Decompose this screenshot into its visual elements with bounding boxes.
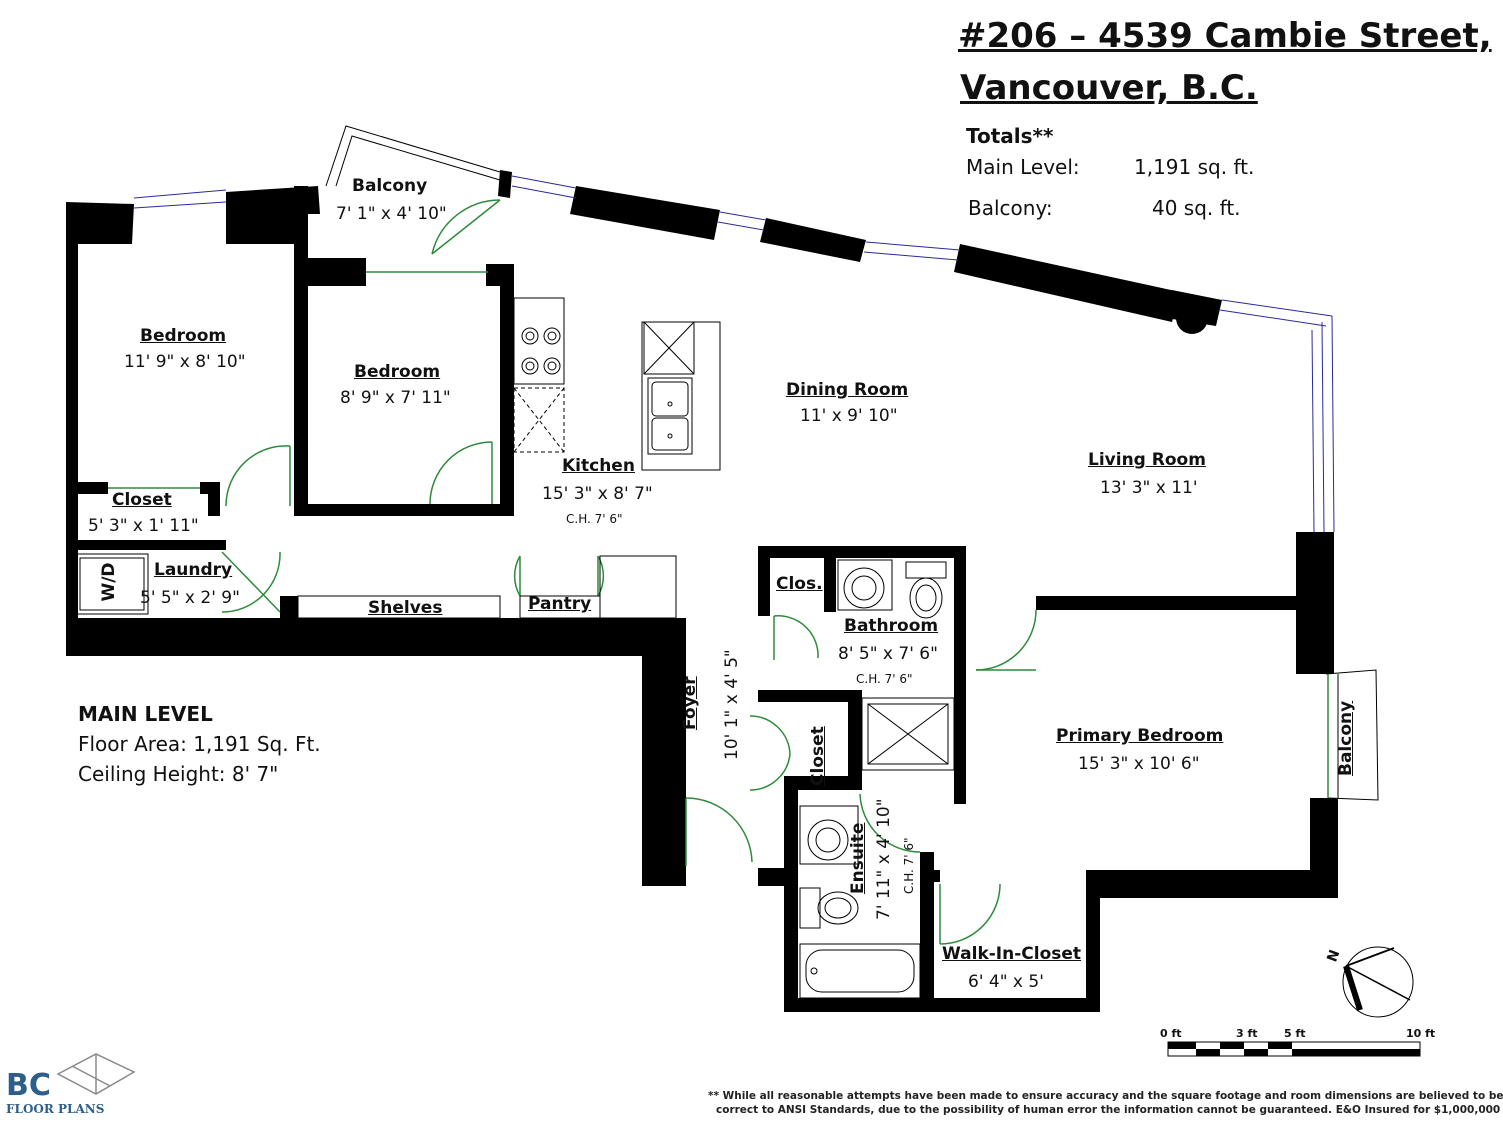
room-dims-foyer: 10' 1" x 4' 5" — [722, 649, 742, 760]
scale-tick-5: 5 ft — [1284, 1027, 1306, 1040]
scale-tick-0: 0 ft — [1160, 1027, 1182, 1040]
room-dims-walk-in-closet: 6' 4" x 5' — [968, 972, 1044, 992]
ceiling-height-text: Ceiling Height: 8' 7" — [78, 762, 279, 786]
room-name-pantry: Pantry — [528, 594, 592, 614]
walls — [66, 170, 1338, 1012]
scale-bar-graphic — [1167, 1041, 1421, 1057]
room-name-closet-1: Closet — [112, 490, 172, 510]
main-level-total-label: Main Level: — [966, 155, 1080, 179]
ceiling-height-bathroom: C.H. 7' 6" — [856, 672, 913, 686]
main-level-heading: MAIN LEVEL — [78, 702, 213, 726]
room-name-bathroom: Bathroom — [844, 616, 939, 636]
room-name-foyer: Foyer — [680, 676, 700, 730]
room-name-living: Living Room — [1088, 450, 1206, 470]
room-name-walk-in-closet: Walk-In-Closet — [942, 944, 1082, 964]
room-name-shelves: Shelves — [368, 598, 443, 618]
room-name-bedroom-1: Bedroom — [140, 326, 227, 346]
floor-area-text: Floor Area: 1,191 Sq. Ft. — [78, 732, 321, 756]
scale-tick-10: 10 ft — [1406, 1027, 1436, 1040]
room-dims-ensuite: 7' 11" x 4' 10" — [874, 798, 894, 920]
room-name-primary-bedroom: Primary Bedroom — [1056, 726, 1224, 746]
balcony-outlines — [325, 125, 1379, 801]
ceiling-height-kitchen: C.H. 7' 6" — [566, 512, 623, 526]
room-dims-bedroom-2: 8' 9" x 7' 11" — [340, 388, 451, 408]
disclaimer-line-2: correct to ANSI Standards, due to the po… — [716, 1104, 1501, 1116]
ceiling-height-ensuite: C.H. 7' 6" — [902, 837, 916, 894]
scale-tick-3: 3 ft — [1236, 1027, 1258, 1040]
room-name-dining: Dining Room — [786, 380, 909, 400]
room-dims-bathroom: 8' 5" x 7' 6" — [838, 644, 938, 664]
compass-rose — [1342, 946, 1414, 1018]
room-name-laundry: Laundry — [154, 560, 233, 580]
room-name-ensuite: Ensuite — [848, 822, 868, 894]
address-line-1: #206 – 4539 Cambie Street, — [958, 16, 1492, 56]
room-dims-dining: 11' x 9' 10" — [800, 406, 898, 426]
room-dims-living: 13' 3" x 11' — [1100, 478, 1198, 498]
room-name-clos: Clos. — [776, 574, 823, 594]
floor-plan — [56, 125, 1421, 1095]
logo-bc: BC — [6, 1068, 51, 1103]
logo-mark — [56, 1053, 136, 1095]
room-name-kitchen: Kitchen — [562, 456, 635, 476]
address-line-2: Vancouver, B.C. — [960, 68, 1258, 108]
room-dims-closet-1: 5' 3" x 1' 11" — [88, 516, 199, 536]
disclaimer-line-1: ** While all reasonable attempts have be… — [708, 1090, 1503, 1102]
room-dims-bedroom-1: 11' 9" x 8' 10" — [124, 352, 246, 372]
room-dims-laundry: 5' 5" x 2' 9" — [140, 588, 240, 608]
main-level-total-value: 1,191 sq. ft. — [1134, 155, 1255, 179]
room-name-balcony-side: Balcony — [1336, 700, 1356, 776]
room-name-bedroom-2: Bedroom — [354, 362, 441, 382]
doors — [108, 199, 1329, 945]
appliance-washer-dryer: W/D — [99, 562, 119, 602]
room-dims-kitchen: 15' 3" x 8' 7" — [542, 484, 653, 504]
fixtures — [75, 297, 955, 999]
balcony-total-value: 40 sq. ft. — [1152, 196, 1241, 220]
totals-label: Totals** — [966, 124, 1054, 148]
balcony-total-label: Balcony: — [968, 196, 1053, 220]
room-name-balcony-top: Balcony — [352, 176, 428, 196]
room-name-closet-2: Closet — [808, 726, 828, 786]
logo-text: FLOOR PLANS — [6, 1102, 105, 1116]
room-dims-balcony-top: 7' 1" x 4' 10" — [336, 204, 447, 224]
room-dims-primary-bedroom: 15' 3" x 10' 6" — [1078, 754, 1200, 774]
windows — [133, 175, 1335, 533]
